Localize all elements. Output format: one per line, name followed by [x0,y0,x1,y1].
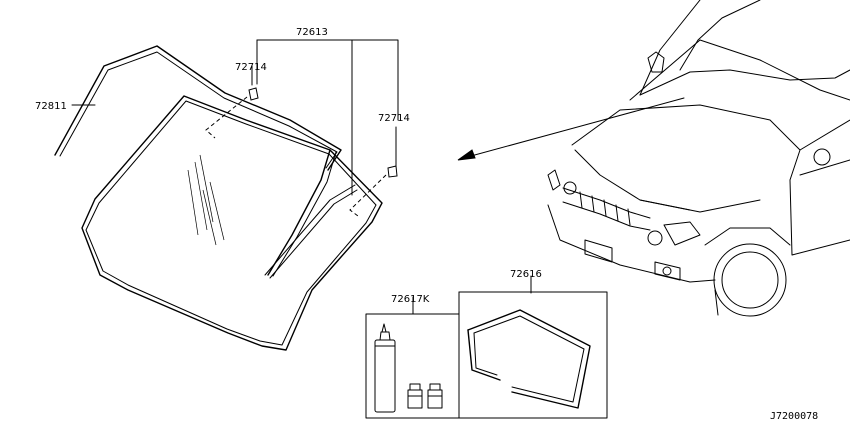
reference-code: J7200078 [770,411,818,422]
windshield-glass [81,95,383,351]
label-72613: 72613 [296,27,328,38]
label-72617k: 72617K [391,294,430,305]
dam-rubber-box [458,291,608,419]
clip-right [349,165,398,217]
label-72616: 72616 [510,269,542,280]
outer-molding [54,45,342,171]
vehicle-front [547,0,850,317]
label-72714-right: 72714 [378,113,410,124]
label-72714-left: 72714 [235,62,267,73]
upper-seal-strip [267,149,337,277]
location-arrow [457,97,685,161]
clip-left [205,87,259,139]
label-72811: 72811 [35,101,67,112]
leader-lines [71,39,532,315]
